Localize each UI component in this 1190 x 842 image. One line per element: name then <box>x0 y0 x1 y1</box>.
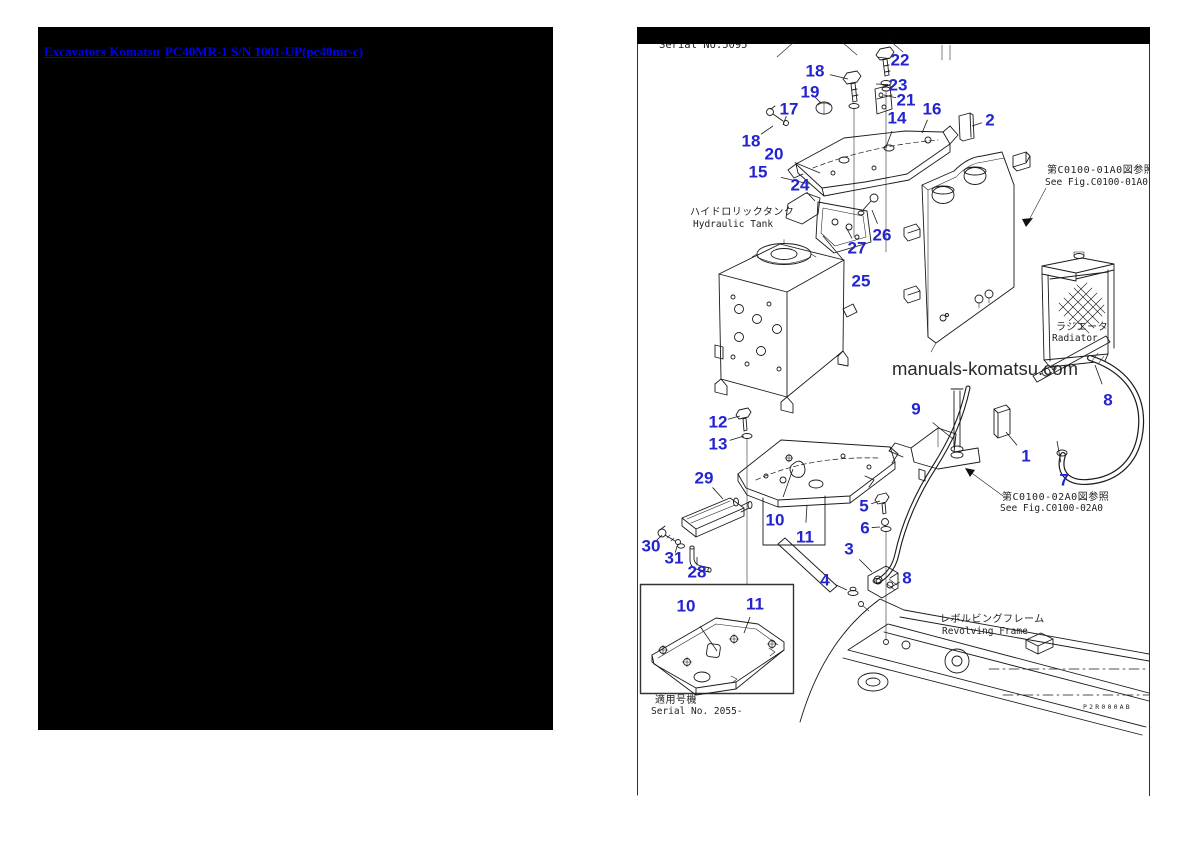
watermark: manuals-komatsu.com <box>892 358 1078 379</box>
leader-line <box>885 130 893 148</box>
part-number-23: 23 <box>889 76 908 95</box>
part-number-9: 9 <box>911 400 920 419</box>
leader-line <box>921 119 928 134</box>
part-number-18: 18 <box>806 62 825 81</box>
page-border <box>637 43 1150 796</box>
part-number-10: 10 <box>766 511 785 530</box>
revolving-frame-label-jp: レボルビングフレーム <box>940 612 1045 625</box>
leader-line <box>760 125 774 135</box>
leader-line <box>859 559 873 573</box>
applicable-serial-en: Serial No. 2055- <box>651 706 743 717</box>
part-number-20: 20 <box>765 145 784 164</box>
hydraulic-tank-label-en: Hydraulic Tank <box>693 219 773 230</box>
leader-line <box>883 94 897 99</box>
part-number-26: 26 <box>873 226 892 245</box>
part-number-16: 16 <box>923 100 942 119</box>
arrowhead-to-bracket <box>965 468 975 477</box>
part-number-11: 11 <box>746 595 764 614</box>
leader-line <box>871 209 878 224</box>
leader-line <box>1056 440 1062 463</box>
leader-line <box>871 526 881 528</box>
part-number-15: 15 <box>749 163 768 182</box>
part-number-25: 25 <box>852 272 871 291</box>
revolving-frame-label-en: Revolving Frame <box>942 626 1028 637</box>
part-number-31: 31 <box>665 549 684 568</box>
part-number-17: 17 <box>780 100 799 119</box>
parts-diagram-page: Serial No.5095 <box>637 27 1150 796</box>
part-number-11: 11 <box>796 528 814 547</box>
leader-line <box>829 74 849 80</box>
see-fig-c0100-01a0-jp: 第C0100-01A0図参照 <box>1047 163 1150 176</box>
leader-line <box>794 162 821 174</box>
leader-line <box>932 422 954 440</box>
leader-line <box>674 545 678 553</box>
leader-line <box>782 468 794 498</box>
leader-line <box>875 83 889 85</box>
diagram-line-art <box>639 46 1150 736</box>
page-top-bar <box>637 27 1150 44</box>
part-number-5: 5 <box>859 497 868 516</box>
leader-line <box>1005 431 1018 446</box>
leader-line <box>806 191 816 202</box>
part-number-12: 12 <box>709 413 728 432</box>
part-number-8: 8 <box>902 569 911 588</box>
leader-line <box>712 487 724 500</box>
part-number-14: 14 <box>888 109 907 128</box>
leader-line <box>890 581 900 588</box>
see-fig-c0100-02a0-en: See Fig.C0100-02A0 <box>1000 503 1103 514</box>
leader-line <box>971 122 983 127</box>
part-number-24: 24 <box>791 176 810 195</box>
leader-line <box>822 235 845 262</box>
part-number-10: 10 <box>677 597 696 616</box>
part-number-6: 6 <box>860 519 869 538</box>
leader-line <box>743 616 751 634</box>
leader-line <box>655 534 663 542</box>
leader-line <box>834 584 848 591</box>
part-number-22: 22 <box>891 51 910 70</box>
see-fig-c0100-02a0-jp: 第C0100-02A0図参照 <box>1002 490 1109 503</box>
see-fig-c0100-01a0-en: See Fig.C0100-01A0 <box>1045 177 1148 188</box>
part-number-18: 18 <box>742 132 761 151</box>
radiator-label-en: Radiator <box>1052 333 1098 344</box>
part-number-7: 7 <box>1059 471 1068 490</box>
leader-line <box>729 435 745 441</box>
leader-line <box>814 96 822 104</box>
applicable-serial-jp: 適用号機 <box>655 693 697 706</box>
part-number-4: 4 <box>820 571 830 590</box>
breadcrumb-link-excavators[interactable]: Excavators Komatsu <box>44 44 160 59</box>
part-number-27: 27 <box>848 239 867 258</box>
leader-line <box>871 500 881 505</box>
drawing-code: P2R000AB <box>1083 703 1132 711</box>
arrowhead-to-panel <box>1022 218 1033 227</box>
leader-line <box>782 116 787 126</box>
part-number-21: 21 <box>897 91 916 110</box>
leader-line <box>805 504 808 523</box>
hydraulic-tank-label-jp: ハイドロリックタンク <box>690 206 794 218</box>
left-black-panel: Excavators Komatsu PC40MR-1 S/N 1001-UP(p… <box>38 27 553 730</box>
leader-line <box>845 226 853 239</box>
part-number-19: 19 <box>801 83 820 102</box>
leader-line <box>1094 364 1103 385</box>
radiator-label-jp: ラジエータ <box>1056 321 1108 333</box>
part-number-1: 1 <box>1021 447 1030 466</box>
part-number-30: 30 <box>642 537 661 556</box>
leader-line <box>699 626 718 652</box>
leader-line <box>876 56 890 60</box>
parts-diagram-canvas: Serial No.5095 <box>637 27 1150 796</box>
part-number-28: 28 <box>688 563 707 582</box>
part-number-8: 8 <box>1103 391 1112 410</box>
part-number-3: 3 <box>844 540 853 559</box>
breadcrumb-link-model[interactable]: PC40MR-1 S/N 1001-UP(pc40mr-c) <box>164 44 364 59</box>
breadcrumb: Excavators Komatsu PC40MR-1 S/N 1001-UP(p… <box>44 44 368 60</box>
leader-line <box>727 415 741 420</box>
part-number-2: 2 <box>985 111 994 130</box>
part-number-29: 29 <box>695 469 714 488</box>
part-number-13: 13 <box>709 435 728 454</box>
leader-line <box>780 177 810 185</box>
